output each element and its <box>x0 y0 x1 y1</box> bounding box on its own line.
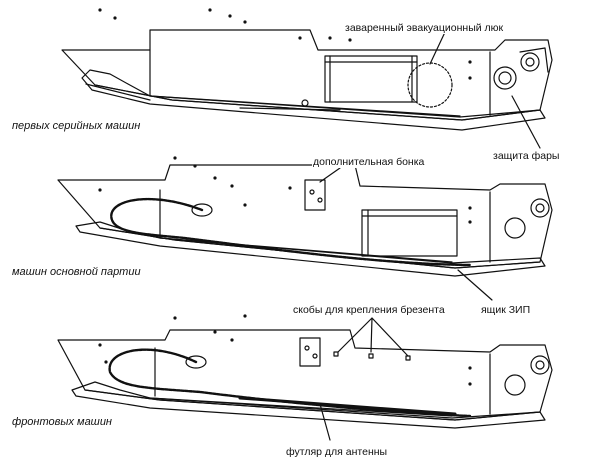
antenna-case <box>238 396 457 416</box>
hull-variant-2 <box>57 156 553 301</box>
tarp-bracket-icon <box>333 351 411 361</box>
callout-escape-hatch: заваренный эвакуационный люк <box>344 22 505 34</box>
tool-box <box>361 209 458 257</box>
leader-boss <box>319 167 341 183</box>
leader-headlight <box>511 95 541 149</box>
leader-hatch <box>429 29 447 65</box>
callout-tarp-brackets: скобы для крепления брезента <box>292 304 446 316</box>
caption-panel-1: первых серийных машин <box>12 120 141 132</box>
extra-boss-icon-2 <box>299 337 321 367</box>
caption-panel-2: машин основной партии <box>12 266 141 278</box>
headlight-icon <box>504 198 550 239</box>
leader-brackets <box>337 317 409 357</box>
callout-headlight-guard: защита фары <box>492 150 561 162</box>
caption-panel-3: фронтовых машин <box>12 416 112 428</box>
extra-boss-icon <box>304 179 326 211</box>
callout-antenna-case: футляр для антенны <box>285 446 389 458</box>
leader-toolbox <box>457 269 493 301</box>
leader-antenna <box>319 403 331 441</box>
headlight-guard-icon <box>493 47 549 90</box>
tow-cable-2 <box>108 348 472 418</box>
headlight-icon-2 <box>504 355 550 396</box>
escape-hatch <box>407 62 453 108</box>
callout-extra-boss: дополнительная бонка <box>312 156 426 168</box>
hull-variant-3 <box>57 314 553 441</box>
tow-cable <box>110 197 472 267</box>
callout-tool-box: ящик ЗИП <box>480 304 532 316</box>
stowage-box-1 <box>324 55 418 103</box>
hull-variant-1 <box>61 8 553 149</box>
